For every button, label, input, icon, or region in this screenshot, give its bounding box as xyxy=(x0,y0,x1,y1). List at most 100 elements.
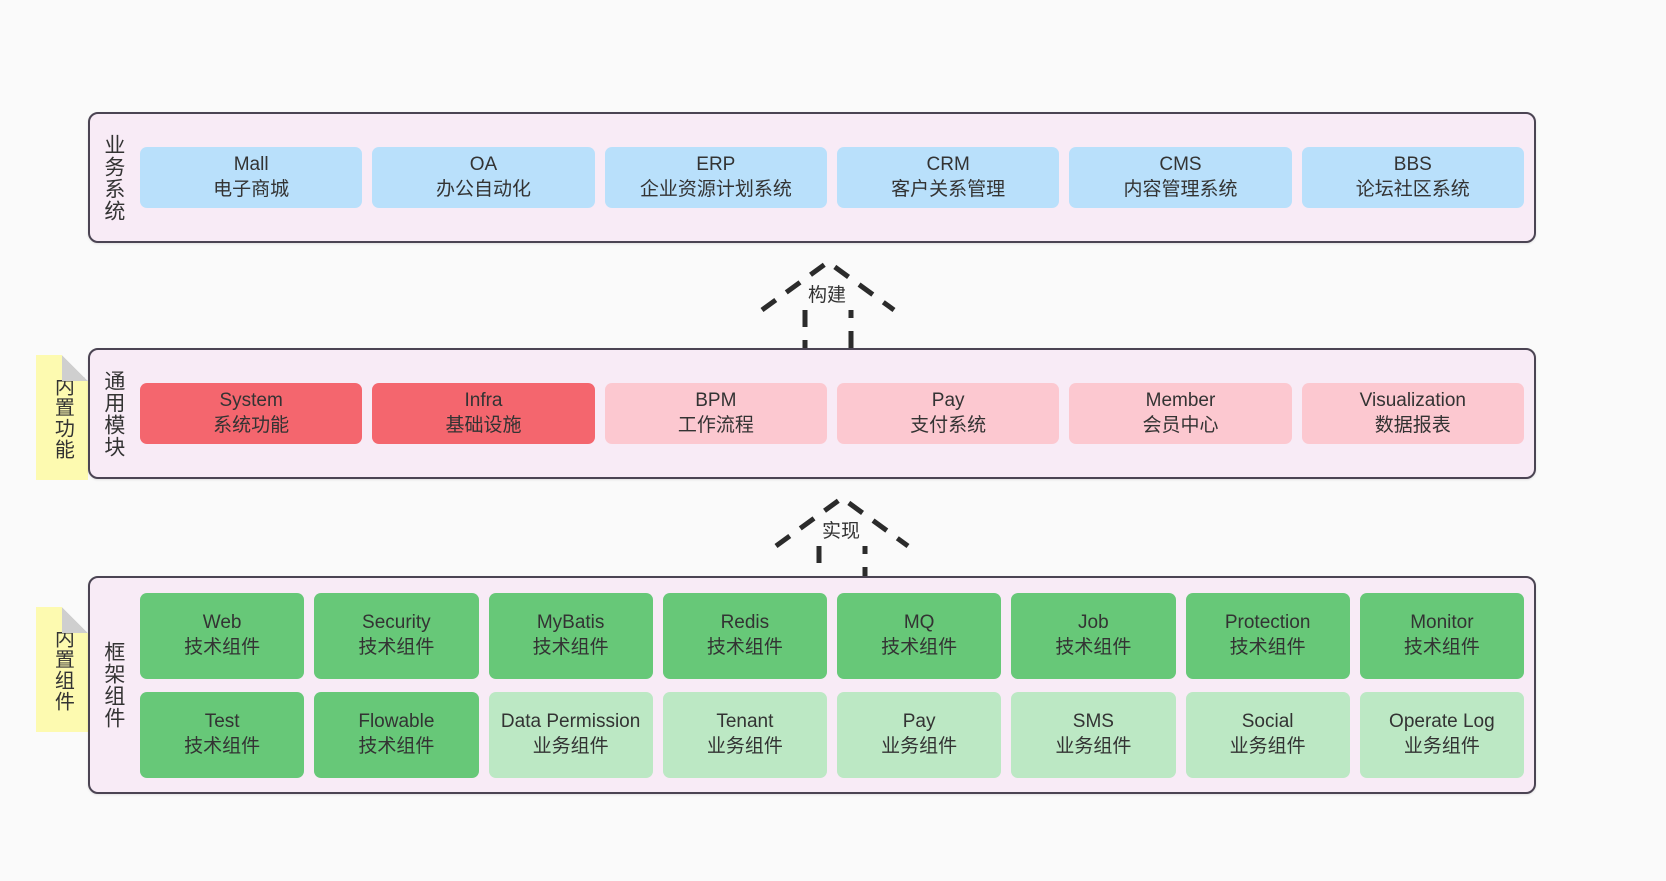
card-name: Monitor xyxy=(1410,612,1474,634)
card-name: Redis xyxy=(720,612,770,634)
card-name: Social xyxy=(1241,711,1294,733)
card-name: Member xyxy=(1145,390,1216,412)
card-name: BBS xyxy=(1393,154,1432,176)
card-name: Mall xyxy=(233,154,269,176)
card-desc: 技术组件 xyxy=(184,735,261,757)
card-desc: 客户关系管理 xyxy=(891,178,1006,200)
card-name: Data Permission xyxy=(500,711,641,733)
card-desc: 会员中心 xyxy=(1142,414,1219,436)
arrow-build-stem xyxy=(802,310,854,354)
sticky-note-builtin-components: 内置组件 xyxy=(36,607,88,732)
card-name: Pay xyxy=(931,390,965,412)
card-name: MQ xyxy=(903,612,935,634)
card-name: Test xyxy=(204,711,240,733)
card-desc: 技术组件 xyxy=(358,636,435,658)
sticky-fold-icon xyxy=(62,607,88,633)
arrow-implement-head xyxy=(774,494,910,549)
card-desc: 技术组件 xyxy=(706,636,783,658)
arrow-implement: 实现 xyxy=(772,494,912,590)
card-name: OA xyxy=(469,154,498,176)
card-name: System xyxy=(219,390,283,412)
card-name: Protection xyxy=(1224,612,1311,634)
card-name: Tenant xyxy=(716,711,774,733)
card-name: Visualization xyxy=(1359,390,1466,412)
layer-framework-components-title: 框架组件 xyxy=(101,641,125,729)
card-desc: 技术组件 xyxy=(184,636,261,658)
card-name: CMS xyxy=(1159,154,1202,176)
card-desc: 技术组件 xyxy=(881,636,958,658)
card-desc: 内容管理系统 xyxy=(1123,178,1238,200)
card-desc: 技术组件 xyxy=(1229,636,1306,658)
card-desc: 办公自动化 xyxy=(435,178,531,200)
card-desc: 业务组件 xyxy=(881,735,958,757)
arrow-build-head xyxy=(760,258,896,313)
arrow-build-label: 构建 xyxy=(805,285,850,307)
card-name: Security xyxy=(362,612,431,634)
card-desc: 支付系统 xyxy=(910,414,987,436)
card-name: Operate Log xyxy=(1389,711,1495,733)
card-desc: 业务组件 xyxy=(532,735,609,757)
card-name: Pay xyxy=(902,711,936,733)
card-name: BPM xyxy=(695,390,737,412)
sticky-note-builtin-components-label: 内置组件 xyxy=(51,627,74,712)
card-desc: 数据报表 xyxy=(1374,414,1451,436)
card-desc: 工作流程 xyxy=(677,414,754,436)
card-desc: 基础设施 xyxy=(445,414,522,436)
card-name: MyBatis xyxy=(536,612,605,634)
card-desc: 业务组件 xyxy=(706,735,783,757)
sticky-note-builtin-features-label: 内置功能 xyxy=(51,375,74,460)
card-desc: 企业资源计划系统 xyxy=(639,178,792,200)
card-desc: 论坛社区系统 xyxy=(1355,178,1470,200)
card-desc: 电子商城 xyxy=(213,178,290,200)
sticky-note-builtin-features: 内置功能 xyxy=(36,355,88,480)
card-desc: 业务组件 xyxy=(1229,735,1306,757)
arrow-build: 构建 xyxy=(758,258,898,354)
card-name: SMS xyxy=(1072,711,1114,733)
arrow-implement-label: 实现 xyxy=(819,521,864,543)
sticky-fold-icon xyxy=(62,355,88,381)
card-name: CRM xyxy=(926,154,970,176)
layer-common-modules-title: 通用模块 xyxy=(101,369,125,458)
card-name: ERP xyxy=(696,154,736,176)
card-name: Infra xyxy=(464,390,503,412)
card-desc: 系统功能 xyxy=(213,414,290,436)
